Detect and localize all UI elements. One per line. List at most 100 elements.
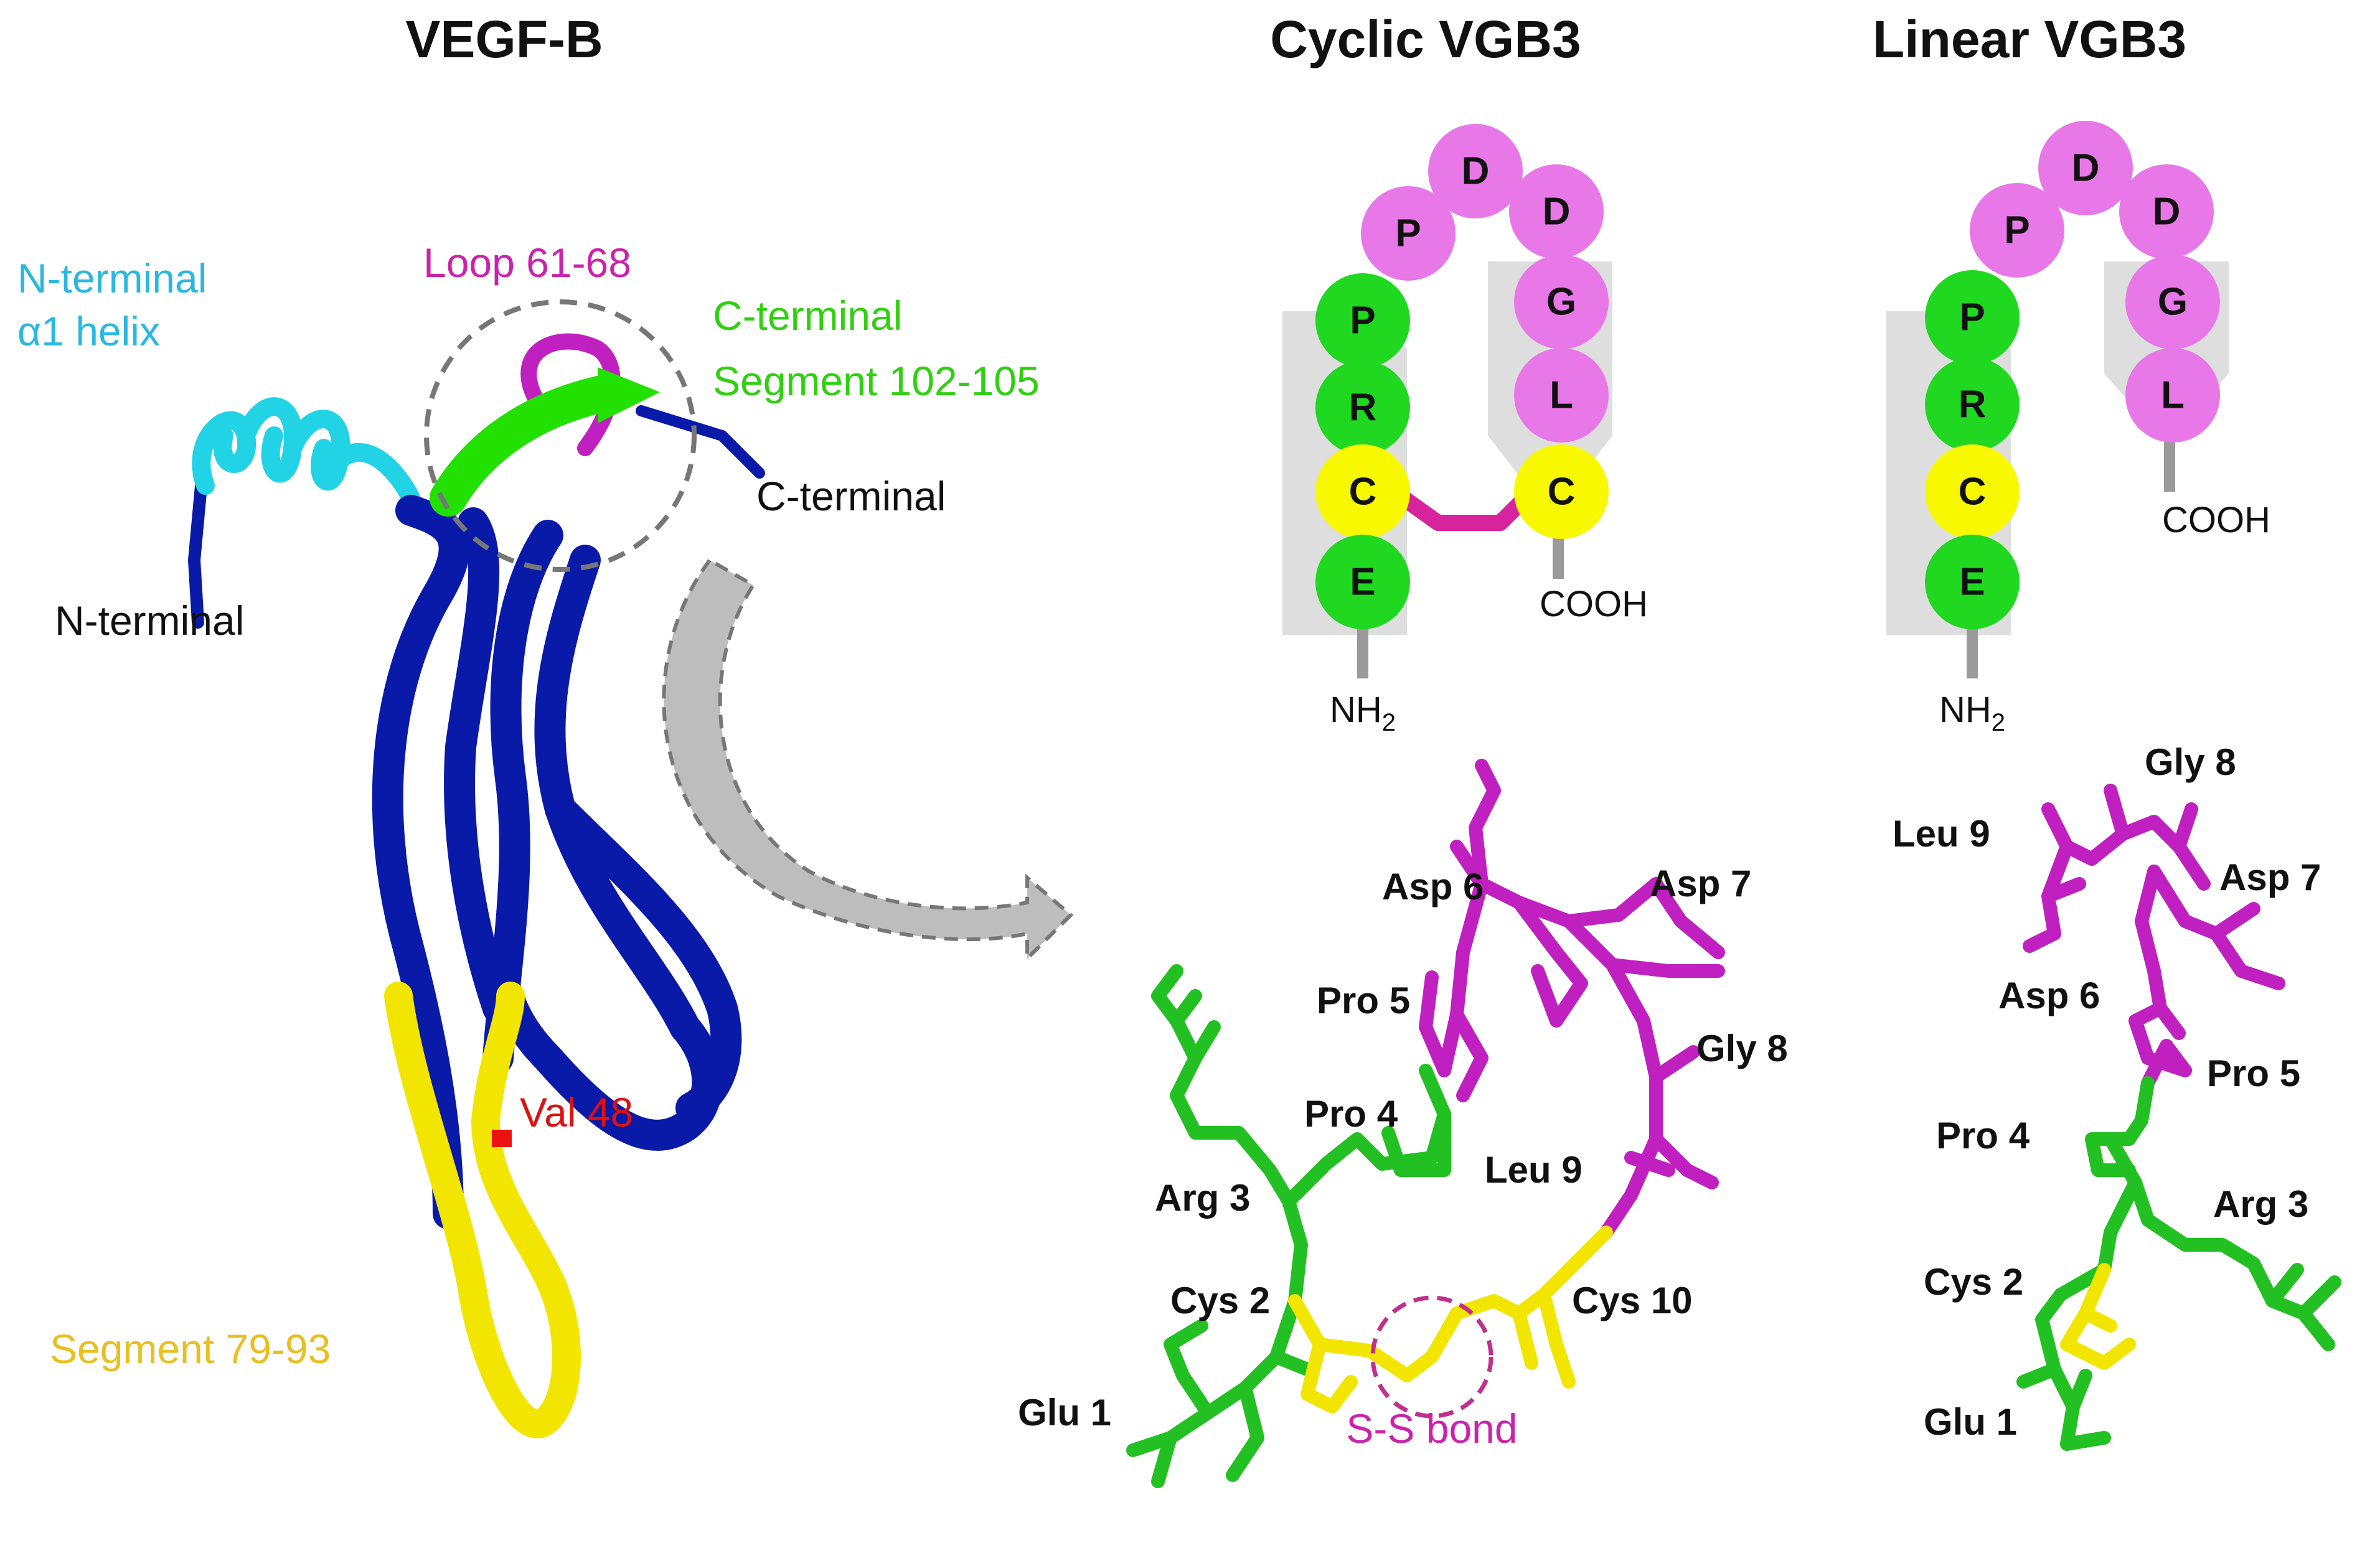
c-terminal-tail xyxy=(636,405,765,479)
linear-cys2-label: Cys 2 xyxy=(1924,1261,2023,1303)
ss-bond-circle xyxy=(1370,1295,1493,1419)
cyclic-residue-left-3 xyxy=(1315,444,1410,539)
n-terminal-helix-label-line1: N-terminal xyxy=(17,255,207,301)
cyclic-residue-left-4 xyxy=(1315,535,1410,629)
cyclic-residue-left-2-letter: R xyxy=(1349,387,1377,429)
linear-residue-arc-2-letter: D xyxy=(2072,147,2100,190)
linear-residue-right-1-letter: G xyxy=(2158,281,2188,324)
c-terminal-label: C-terminal xyxy=(756,473,946,519)
cyclic-residue-arc-3-letter: D xyxy=(1543,190,1571,233)
linear-residue-left-4-letter: E xyxy=(1959,561,1985,604)
cyclic-leu9-label: Leu 9 xyxy=(1485,1149,1583,1191)
c-terminal-segment-label-line2: Segment 102-105 xyxy=(713,358,1040,404)
linear-gly8-label: Gly 8 xyxy=(2145,741,2236,783)
linear-residue-left-1 xyxy=(1925,270,2020,365)
linear-pro5-label: Pro 5 xyxy=(2207,1053,2300,1094)
cyclic-residue-left-4-letter: E xyxy=(1350,561,1375,604)
segment-79-93-label: Segment 79-93 xyxy=(50,1326,331,1372)
cyclic-residue-left-3-letter: C xyxy=(1349,471,1377,514)
cyclic-yellow-sticks xyxy=(1288,1226,1613,1414)
linear-leu9-label: Leu 9 xyxy=(1893,813,1990,855)
linear-residue-right-2 xyxy=(2125,348,2220,443)
cyclic-asp7-label: Asp 7 xyxy=(1650,863,1751,904)
linear-residue-left-1-letter: P xyxy=(1959,296,1985,339)
linear-asp6-label: Asp 6 xyxy=(1998,975,2100,1016)
linear-residue-arc-1 xyxy=(1970,183,2064,278)
c-terminal-segment-label-line1: C-terminal xyxy=(713,293,902,339)
n-terminal-label: N-terminal xyxy=(55,598,244,644)
vegf-b-title: VEGF-B xyxy=(405,10,603,68)
curved-arrow xyxy=(662,558,1074,964)
val-48-label: Val 48 xyxy=(520,1089,633,1135)
beta-sheets xyxy=(372,495,742,1229)
linear-asp7-label: Asp 7 xyxy=(2219,856,2321,898)
linear-residue-left-2-letter: R xyxy=(1959,383,1987,426)
alpha1-helix xyxy=(192,397,420,507)
highlight-circle xyxy=(424,299,697,572)
linear-residue-arc-2 xyxy=(2038,121,2133,215)
linear-residue-arc-1-letter: P xyxy=(2004,209,2030,252)
linear-residue-left-4 xyxy=(1925,535,2020,629)
ss-bond-label: S-S bond xyxy=(1346,1405,1517,1452)
linear-residue-arc-3-letter: D xyxy=(2153,190,2181,233)
linear-residue-left-2 xyxy=(1925,357,2020,452)
linear-residue-arc-3 xyxy=(2119,164,2214,259)
vegf-b-ribbon xyxy=(188,333,765,1438)
linear-arg3-label: Arg 3 xyxy=(2213,1183,2308,1225)
cyclic-residue-left-1 xyxy=(1315,273,1410,368)
cyclic-asp6-label: Asp 6 xyxy=(1382,866,1484,908)
cyclic-stick-model xyxy=(1126,759,1725,1488)
segment-79-93 xyxy=(384,982,581,1438)
cyclic-residue-right-2-letter: L xyxy=(1550,374,1573,417)
cyclic-cys10-label: Cys 10 xyxy=(1572,1280,1692,1321)
cyclic-green-sticks xyxy=(1126,964,1451,1488)
linear-vgb3-title: Linear VGB3 xyxy=(1873,10,2186,68)
cyclic-vgb3-title: Cyclic VGB3 xyxy=(1270,10,1581,68)
linear-residue-left-3 xyxy=(1925,444,2020,539)
n-terminal-tail xyxy=(188,467,209,629)
linear-magenta-sticks xyxy=(2023,784,2285,1090)
cyclic-residue-right-3 xyxy=(1514,444,1609,539)
loop-label: Loop 61-68 xyxy=(423,240,631,286)
cyclic-glu1-label: Glu 1 xyxy=(1018,1392,1111,1433)
cyclic-residue-left-2 xyxy=(1315,360,1410,455)
cyclic-residue-arc-3 xyxy=(1509,164,1604,259)
linear-pro4-label: Pro 4 xyxy=(1936,1115,2030,1156)
cyclic-pro5-label: Pro 5 xyxy=(1317,980,1410,1021)
cyclic-residue-arc-2 xyxy=(1428,124,1523,218)
n-terminal-helix-label-line2: α1 helix xyxy=(17,308,160,354)
val-48-marker xyxy=(492,1130,512,1147)
linear-glu1-label: Glu 1 xyxy=(1924,1401,2017,1443)
c-terminal-segment-arrowhead xyxy=(598,367,660,423)
linear-green-sticks xyxy=(2016,1076,2341,1451)
cyclic-pro4-label: Pro 4 xyxy=(1304,1093,1398,1135)
cyclic-residue-right-2 xyxy=(1514,348,1609,443)
cyclic-nh2-label: NH2 xyxy=(1330,690,1396,736)
linear-nh2-label: NH2 xyxy=(1939,690,2005,736)
cyclic-residue-right-3-letter: C xyxy=(1548,471,1576,514)
linear-residue-right-2-letter: L xyxy=(2161,374,2185,417)
linear-stick-model xyxy=(2016,784,2341,1451)
cyclic-cys2-label: Cys 2 xyxy=(1170,1280,1270,1321)
cyclic-residue-arc-1 xyxy=(1361,186,1456,281)
cyclic-residue-arc-1-letter: P xyxy=(1395,212,1421,255)
cyclic-residue-arc-2-letter: D xyxy=(1462,150,1490,193)
linear-yellow-sticks xyxy=(2060,1263,2136,1370)
cyclic-arg3-label: Arg 3 xyxy=(1155,1177,1250,1219)
linear-cooh-label: COOH xyxy=(2162,500,2270,540)
cyclic-magenta-sticks xyxy=(1419,759,1725,1239)
cyclic-residue-right-1-letter: G xyxy=(1546,281,1576,324)
cyclic-residue-left-1-letter: P xyxy=(1350,299,1375,342)
linear-residue-right-1 xyxy=(2125,255,2220,349)
linear-residue-left-3-letter: C xyxy=(1959,471,1987,514)
cyclic-cooh-label: COOH xyxy=(1540,584,1648,624)
cyclic-gly8-label: Gly 8 xyxy=(1696,1028,1788,1069)
cyclic-residue-right-1 xyxy=(1514,255,1609,349)
disulfide-link xyxy=(1390,485,1538,531)
